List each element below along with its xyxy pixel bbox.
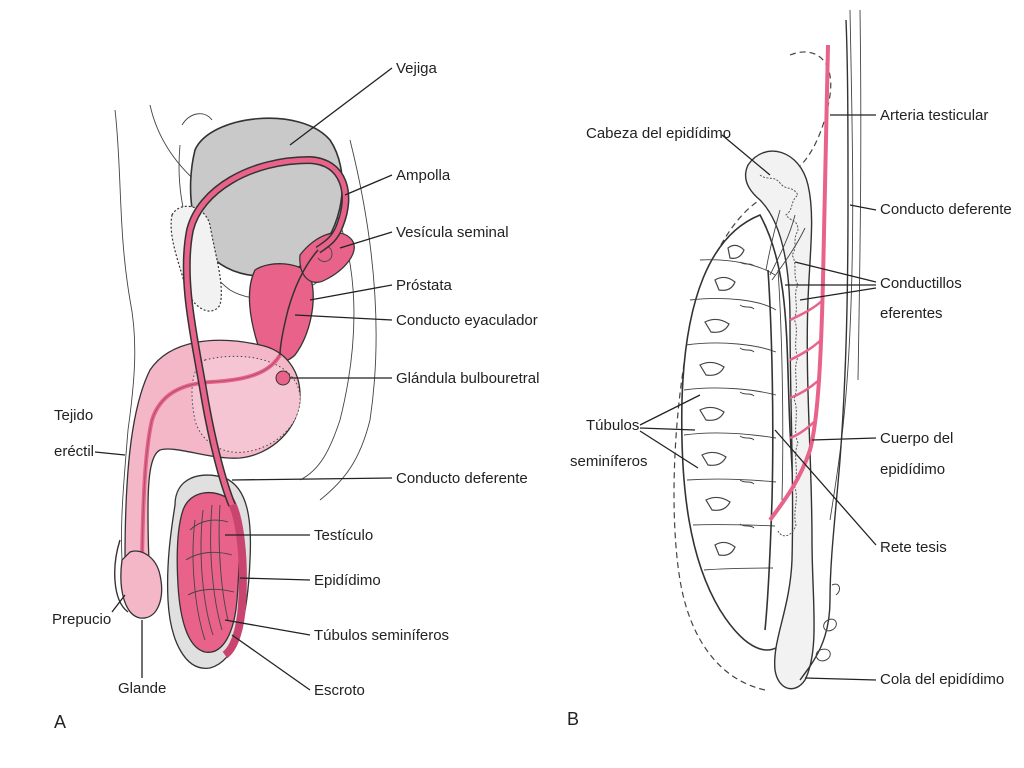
tunica-top-dashed — [789, 51, 832, 171]
leader-epididimo — [239, 577, 311, 581]
leader-cuerpo — [811, 437, 877, 441]
panel-b-illustration — [673, 9, 862, 691]
label-conductillos-line1: Conductillos — [880, 275, 962, 292]
label-tubulos-b-line1: Túbulos — [586, 417, 639, 434]
panel-b-letter: B — [567, 709, 579, 729]
leader-prostata — [309, 284, 393, 301]
leader-vesicula — [339, 231, 393, 249]
leader-deferente-b — [849, 204, 877, 211]
leader-tubulos-b-3 — [639, 430, 699, 469]
label-prostata: Próstata — [396, 277, 453, 294]
prepucio-shape — [114, 539, 129, 613]
leader-eyaculador — [294, 314, 393, 321]
label-vejiga: Vejiga — [396, 60, 438, 77]
label-tubulos-seminiferos-a: Túbulos seminíferos — [314, 627, 449, 644]
arteria-branches — [789, 299, 824, 440]
label-glandula-bulbouretral: Glándula bulbouretral — [396, 370, 539, 387]
pubic-outline — [181, 113, 213, 126]
panel-a-leaders — [94, 67, 393, 691]
leader-rete — [774, 429, 877, 546]
panel-a-illustration — [114, 104, 377, 669]
body-outline-rear — [319, 139, 377, 501]
label-glande: Glande — [118, 680, 166, 697]
vesicula-shape — [299, 232, 355, 283]
leader-tubulos — [224, 619, 311, 636]
panel-a-labels: Vejiga Ampolla Vesícula seminal Próstata… — [52, 60, 539, 732]
cord-outline-right — [829, 9, 854, 521]
label-rete-tesis: Rete tesis — [880, 539, 947, 556]
panel-a-letter: A — [54, 712, 66, 732]
label-conducto-eyaculador: Conducto eyaculador — [396, 312, 538, 329]
label-conducto-deferente-b: Conducto deferente — [880, 201, 1012, 218]
conducto-deferente-shape — [184, 157, 348, 506]
leader-conductillos-1 — [794, 261, 877, 283]
leader-conductillos-3 — [799, 287, 877, 301]
leader-ampolla — [344, 174, 393, 196]
leader-deferente-a — [231, 477, 393, 481]
label-tejido-line2: eréctil — [54, 443, 94, 460]
pubic-bone — [170, 205, 222, 312]
leader-tubulos-b-2 — [639, 427, 696, 431]
label-prepucio: Prepucio — [52, 611, 111, 628]
label-arteria-testicular: Arteria testicular — [880, 107, 988, 124]
leader-cabeza — [721, 134, 771, 176]
label-tubulos-b-line2: seminíferos — [570, 453, 648, 470]
tubulos-seminiferos-b-shape — [683, 244, 777, 571]
leader-escroto — [231, 634, 311, 691]
leader-vejiga — [289, 67, 393, 146]
conductillos-eferentes-shape — [765, 209, 806, 281]
label-vesicula-seminal: Vesícula seminal — [396, 224, 509, 241]
epididimo-shape — [222, 497, 247, 659]
label-epididimo: Epidídimo — [314, 572, 381, 589]
label-cuerpo-line2: epidídimo — [880, 461, 945, 478]
urethra-outline — [139, 354, 281, 611]
leader-cola — [804, 677, 877, 681]
panel-b-leaders — [639, 114, 877, 681]
bulbouretral-shape — [275, 370, 291, 386]
label-cuerpo-line1: Cuerpo del — [880, 430, 953, 447]
label-conductillos-line2: eferentes — [880, 305, 943, 322]
conducto-eyaculador-shape — [279, 249, 319, 356]
leader-tubulos-b-1 — [639, 394, 701, 426]
label-tejido-line1: Tejido — [54, 407, 93, 424]
cord-outline-right-2 — [857, 9, 862, 381]
panel-b-labels: Cabeza del epidídimo Arteria testicular … — [567, 107, 1012, 729]
body-outline-front — [114, 109, 136, 561]
label-testiculo: Testículo — [314, 527, 373, 544]
epididimo-coils — [759, 174, 799, 537]
rete-tesis-shape-2 — [777, 269, 784, 501]
rete-tesis-shape — [764, 269, 774, 631]
label-cabeza-epididimo: Cabeza del epidídimo — [586, 125, 731, 142]
tubulos-seminiferos-shape — [185, 504, 235, 641]
urethra — [138, 353, 282, 611]
label-ampolla: Ampolla — [396, 167, 451, 184]
label-cola-epididimo: Cola del epidídimo — [880, 671, 1004, 688]
testiculo-shape — [176, 491, 240, 653]
deferente-coils — [815, 583, 840, 662]
testis-b-shape — [680, 213, 796, 651]
label-conducto-deferente-a: Conducto deferente — [396, 470, 528, 487]
prostata-shape — [248, 263, 314, 363]
arteria-testicular-shape — [768, 44, 830, 522]
leader-tejido — [94, 451, 126, 456]
glande-shape — [120, 550, 163, 619]
conducto-deferente-b-shape — [799, 19, 849, 681]
leader-prepucio — [111, 594, 126, 613]
label-escroto: Escroto — [314, 682, 365, 699]
